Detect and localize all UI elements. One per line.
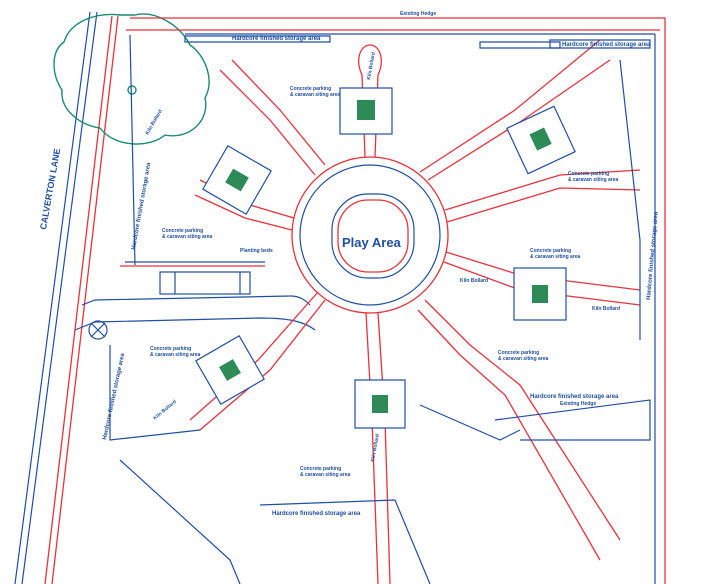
storage-area-outlines [109,34,651,584]
bin-store-icon [88,320,108,340]
storage-label-right: Hardcore finished storage area [646,211,660,300]
plot-n [339,87,393,135]
parking-label-n-2: & caravan siting area [290,92,341,98]
storage-label-right-lower: Hardcore finished storage area [530,394,619,400]
storage-label-bottom: Hardcore finished storage area [272,511,361,517]
plot-s [354,379,406,429]
parking-label-w-2: & caravan siting area [162,234,213,240]
parking-label-e-2: & caravan siting area [530,254,581,260]
street-label: CALVERTON LANE [38,148,62,231]
bollard-label-nw: Kiln Bollard [145,109,164,136]
parking-label-s-2: & caravan siting area [300,472,351,478]
bollard-label-n: Kiln Bollard [366,52,377,81]
calverton-lane [14,11,119,584]
parking-label-ne: Concrete parking [568,171,609,177]
plot-sw [195,335,265,405]
parking-label-sw: Concrete parking [150,346,191,352]
radiating-driveways [189,39,641,584]
plot-nw [202,145,272,215]
central-roundabout [291,156,449,314]
bollard-label-se: Kiln Bollard [592,306,620,312]
storage-label-bottom-left: Hardcore finished storage area [102,352,126,440]
parking-label-se-2: & caravan siting area [498,356,549,362]
play-area-label: Play Area [342,235,402,250]
parking-label-s: Concrete parking [300,466,341,472]
bollard-label-e: Kiln Bollard [460,278,488,284]
existing-hedge-label: Existing Hedge [400,11,436,17]
plot-e [513,267,567,321]
parking-label-e: Concrete parking [530,248,571,254]
parking-label-n: Concrete parking [290,86,331,92]
bollard-label-sw: Kiln Bollard [152,399,177,422]
access-road [74,271,316,331]
storage-label-top-left: Hardcore finished storage area [232,36,321,42]
planting-beds-label: Planting beds [240,248,273,254]
existing-hedge-label-2: Existing Hedge [560,401,596,407]
plot-ne [506,105,576,175]
site-boundary [120,17,666,584]
parking-label-sw-2: & caravan siting area [150,352,201,358]
tree-trunk-icon [127,85,137,95]
storage-label-top-right: Hardcore finished storage area [562,42,651,48]
parking-label-se: Concrete parking [498,350,539,356]
bollard-label-s: Kiln Bollard [370,434,381,463]
parking-label-ne-2: & caravan siting area [568,177,619,183]
existing-tree-icon [53,13,210,145]
parking-label-w: Concrete parking [162,228,203,234]
